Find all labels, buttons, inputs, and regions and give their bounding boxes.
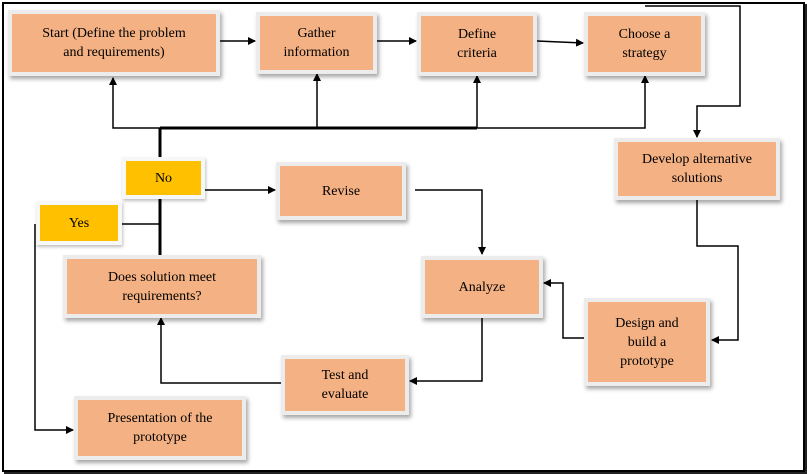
solution-check-box: Does solution meet requirements?	[63, 255, 261, 318]
arrow-loop-to-gather	[160, 73, 321, 129]
arrow-analyze-to-test	[409, 318, 483, 385]
revise-box: Revise	[276, 162, 406, 220]
analyze-box: Analyze	[421, 256, 543, 318]
arrow-criteria-to-strategy	[536, 38, 584, 47]
decision-no-label: No	[122, 157, 205, 199]
presentation-box: Presentation of the prototype	[74, 396, 246, 460]
define-criteria-box: Define criteria	[417, 12, 537, 76]
arrow-develop-to-design	[696, 200, 739, 344]
choose-strategy-box: Choose a strategy	[584, 12, 705, 76]
arrow-yes-to-present	[34, 224, 74, 434]
arrow-revise-to-analyze	[415, 189, 486, 255]
test-evaluate-box: Test and evaluate	[281, 355, 409, 415]
arrow-design-to-analyze	[543, 279, 584, 339]
design-prototype-box: Design and build a prototype	[584, 298, 710, 386]
decision-yes-label: Yes	[36, 201, 122, 245]
gather-information-box: Gather information	[256, 12, 377, 74]
start-box: Start (Define the problem and requiremen…	[8, 10, 220, 76]
develop-alternatives-box: Develop alternative solutions	[614, 138, 780, 200]
arrow-loop-to-start	[109, 77, 160, 129]
arrow-loop-to-strategy	[160, 75, 649, 129]
arrow-test-to-check	[157, 317, 281, 384]
arrow-strategy-to-develop	[645, 5, 741, 138]
